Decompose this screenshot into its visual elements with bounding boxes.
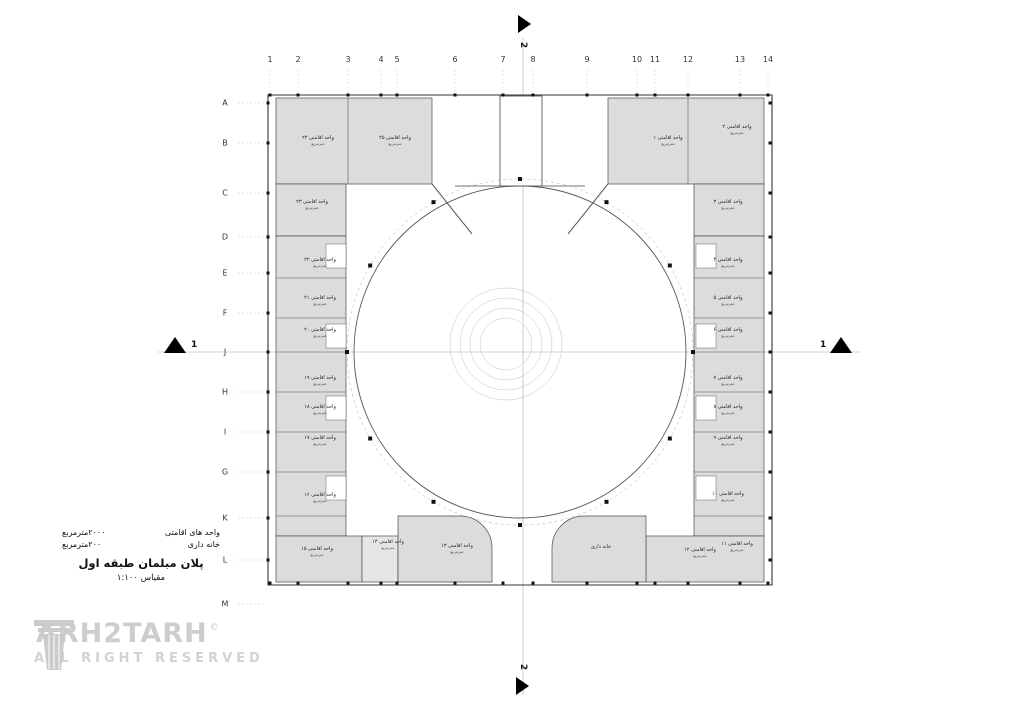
section-arrow-left [164,337,186,353]
grid-row-label: D [221,232,229,242]
section-marker-triangles [164,15,852,695]
entrance-core [431,95,609,235]
grid-column-label: 5 [394,55,400,64]
grid-row-label: H [221,387,229,397]
section-arrow-bottom [516,677,529,695]
grid-row-label: E [222,268,228,278]
structural-columns [238,70,772,605]
grid-column-label: 9 [584,55,590,64]
logo-subtitle: ALL RIGHT RESERVED [34,651,264,666]
grid-column-label: 13 [734,55,746,64]
section-marker-label-right: 1 [820,340,827,350]
grid-row-label: M [221,599,229,609]
room-dividers [276,98,764,517]
grid-row-label: C [222,188,228,198]
section-arrow-top [518,15,531,33]
legend-row-residential: واحد های اقامتی ۲۰۰۰مترمربع [62,528,220,537]
grid-row-label: G [221,467,229,477]
column-icon [34,620,74,670]
copyright-mark: © [209,623,219,633]
grid-row-label: K [222,513,228,523]
plan-title: پلان مبلمان طبقه اول [78,556,204,570]
grid-row-label: F [222,308,228,318]
grid-column-label: 4 [378,55,384,64]
section-marker-label-top: 2 [518,41,528,49]
watermark-logo: ARH2TARH © ALL RIGHT RESERVED [34,620,264,670]
section-marker-label-bottom: 2 [518,663,528,671]
grid-column-label: 14 [762,55,774,64]
section-arrow-right [830,337,852,353]
grid-column-label: 1 [267,55,273,64]
legend-value-residential: ۲۰۰۰مترمربع [62,528,106,537]
legend-row-housekeeping: خانه داری ۲۰۰مترمربع [62,540,220,549]
grid-row-label: A [222,98,228,108]
grid-row-label: J [223,347,227,357]
plan-scale: مقیاس ۱:۱۰۰ [116,573,166,583]
section-marker-label-left: 1 [191,340,198,350]
grid-row-label: B [222,138,228,148]
legend-name-housekeeping: خانه داری [187,540,220,549]
grid-column-label: 2 [295,55,301,64]
legend-name-residential: واحد های اقامتی [164,528,220,537]
legend-value-housekeeping: ۲۰۰مترمربع [62,540,102,549]
grid-column-label: 11 [649,55,661,64]
grid-column-label: 3 [345,55,351,64]
grid-column-label: 10 [631,55,643,64]
grid-row-label: I [223,427,227,437]
grid-row-label: L [222,555,228,565]
service-rooms [325,243,717,501]
grid-column-label: 7 [500,55,506,64]
grid-column-label: 8 [530,55,536,64]
grid-column-label: 6 [452,55,458,64]
outer-wall [267,94,773,586]
grid-column-label: 12 [682,55,694,64]
legend: واحد های اقامتی ۲۰۰۰مترمربع خانه داری ۲۰… [62,528,220,583]
